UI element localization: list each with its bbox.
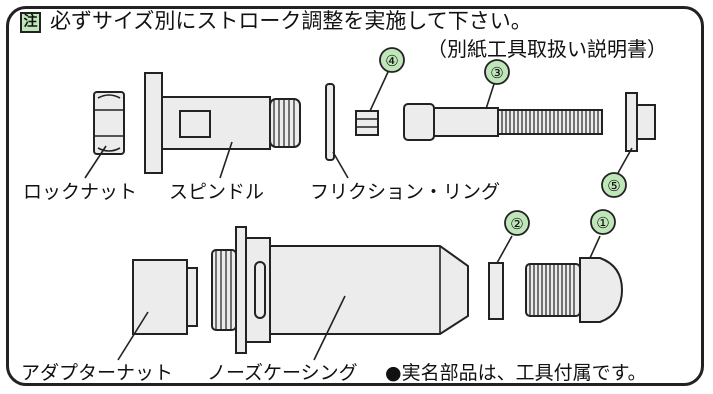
diagram-frame xyxy=(6,6,704,386)
label-nose-casing: ノーズケーシング xyxy=(207,362,358,384)
spindle-part xyxy=(144,72,301,174)
label-adapter-nut: アダプターナット xyxy=(21,362,174,384)
leader-spindle xyxy=(219,141,233,179)
callout-5: ⑤ xyxy=(601,172,627,198)
nose-casing-part xyxy=(211,226,469,354)
label-spindle: スピンドル xyxy=(169,181,265,203)
callout-number: ④ xyxy=(385,52,398,70)
leader-1 xyxy=(589,235,601,259)
callout-2: ② xyxy=(504,210,530,236)
leader-3 xyxy=(485,83,495,110)
lock-nut-part xyxy=(93,91,125,155)
friction-ring-part xyxy=(325,83,335,161)
callout-4: ④ xyxy=(379,47,405,73)
leader-friction-ring xyxy=(332,151,349,179)
callout-3: ③ xyxy=(484,59,510,85)
tip-threads xyxy=(529,264,575,316)
leader-4 xyxy=(369,71,389,112)
note-text: 必ずサイズ別にストローク調整を実施して下さい。 xyxy=(50,9,532,33)
leader-adapter-nut xyxy=(117,311,149,361)
leader-2 xyxy=(496,235,513,264)
leader-5 xyxy=(617,147,633,174)
callout-number: ③ xyxy=(490,64,503,82)
collar-part xyxy=(488,262,504,320)
adapter-nut-part xyxy=(132,259,198,335)
bolt-threads xyxy=(501,110,599,134)
callout-number: ① xyxy=(596,214,609,232)
bolt-part xyxy=(403,103,603,141)
leader-nose-casing xyxy=(313,295,346,361)
washer-part xyxy=(625,92,656,152)
callout-number: ⑤ xyxy=(607,177,620,195)
callout-1: ① xyxy=(590,209,616,235)
spacer-part xyxy=(355,110,379,136)
note-reference: （別紙工具取扱い説明書） xyxy=(427,37,667,61)
note-badge: 注 xyxy=(20,12,41,33)
label-lock-nut: ロックナット xyxy=(23,181,138,203)
callout-number: ② xyxy=(510,215,523,233)
footer-note: ●実名部品は、工具付属です。 xyxy=(385,362,647,384)
label-friction-ring: フリクション・リング xyxy=(310,181,501,203)
leader-lock-nut xyxy=(84,145,107,179)
